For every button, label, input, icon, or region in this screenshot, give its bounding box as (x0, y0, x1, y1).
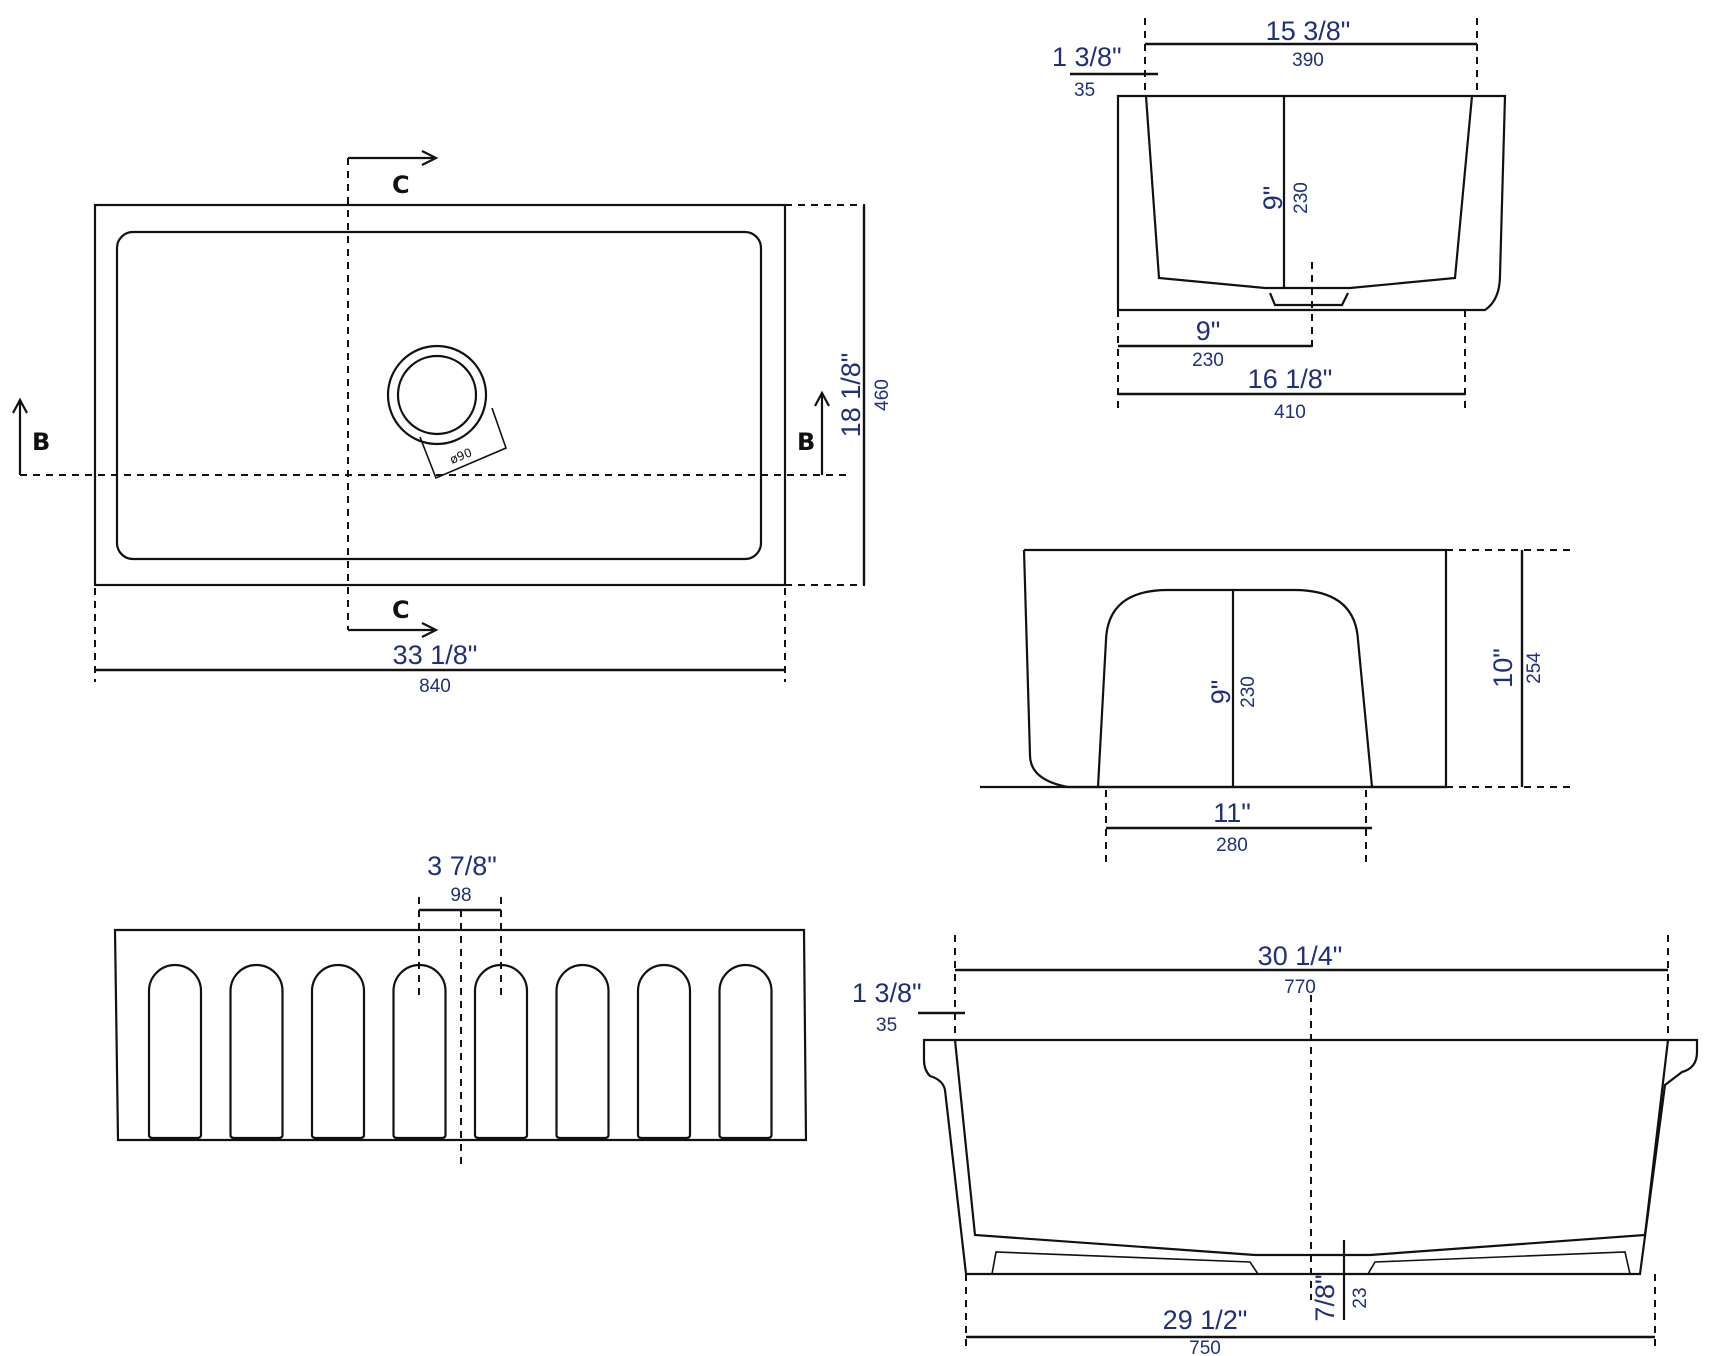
section-b-view: 7/8" 23 30 1/4" 770 1 3/8" 35 29 1/2" 75… (852, 935, 1699, 1356)
half-inches: 9" (1196, 316, 1221, 346)
section-b-top-inches: 30 1/4" (1258, 941, 1343, 971)
side-outline (1022, 548, 1448, 789)
section-b-outline (922, 1038, 1699, 1276)
section-b-bottom-inches: 29 1/2" (1163, 1305, 1248, 1335)
apron-flute (473, 963, 529, 1140)
arrow-head-icon (421, 150, 439, 166)
drain-callout (419, 407, 508, 480)
section-b-top-mm: 770 (1284, 977, 1316, 998)
section-b-channel-left (991, 1251, 1259, 1275)
drain-outer-ring (386, 344, 488, 446)
apron-flute (718, 963, 773, 1140)
section-c-outline (1116, 94, 1507, 312)
rim-inches: 1 3/8" (1052, 42, 1122, 72)
arrow-head-icon (814, 390, 830, 407)
section-c-depth-inches: 9" (1258, 186, 1288, 211)
drain-inner-ring (396, 354, 478, 436)
side-depth-mm: 230 (1238, 676, 1259, 708)
apron-flute (392, 963, 447, 1140)
rim-mm: 35 (1074, 80, 1095, 101)
apron-flutes (147, 963, 773, 1140)
apron-flute (636, 963, 692, 1140)
top-width-inches: 33 1/8" (393, 640, 478, 670)
section-c-depth-mm: 230 (1291, 182, 1312, 214)
side-height-mm: 254 (1524, 652, 1545, 684)
section-b-label-left: B (32, 428, 50, 456)
apron-flute (310, 963, 366, 1140)
bowl-outline-top (115, 230, 763, 561)
arrow-head-icon (12, 397, 28, 414)
side-width-mm: 280 (1216, 835, 1248, 856)
section-c-view: 15 3/8" 390 1 3/8" 35 9" 230 9" 230 16 1… (1052, 16, 1507, 423)
section-b-bottom-mm: 750 (1189, 1338, 1221, 1356)
arrow-head-icon (421, 622, 439, 638)
bowl-top-mm: 390 (1292, 50, 1324, 71)
section-c-label-top: C (392, 171, 410, 199)
side-height-inches: 10" (1488, 648, 1518, 688)
flute-spacing-mm: 98 (450, 885, 471, 906)
apron-flute (555, 963, 610, 1140)
side-depth-inches: 9" (1206, 680, 1236, 705)
section-b-label-right: B (797, 428, 815, 456)
side-view: 9" 230 10" 254 11" 280 (980, 548, 1575, 862)
apron-outline (113, 928, 808, 1142)
top-depth-mm: 460 (872, 379, 893, 411)
section-b-rim-mm: 35 (876, 1015, 897, 1036)
side-bowl (1096, 588, 1374, 788)
apron-flute (147, 963, 203, 1140)
section-c-label-bottom: C (392, 596, 410, 624)
section-b-channel-right (1367, 1251, 1631, 1275)
overall-mm: 410 (1274, 402, 1306, 423)
drain-mm: 23 (1350, 1287, 1371, 1308)
front-apron-view: 3 7/8" 98 (113, 851, 808, 1165)
section-c-drain (1268, 292, 1349, 307)
section-b-bowl (953, 1039, 1670, 1257)
side-width-inches: 11" (1213, 798, 1251, 828)
half-mm: 230 (1192, 350, 1224, 371)
section-b-rim-inches: 1 3/8" (852, 978, 922, 1008)
top-depth-inches: 18 1/8" (836, 353, 866, 438)
bowl-top-inches: 15 3/8" (1266, 16, 1351, 46)
flute-spacing-inches: 3 7/8" (427, 851, 497, 881)
apron-flute (229, 963, 284, 1140)
sink-outline-top (93, 203, 787, 587)
overall-inches: 16 1/8" (1248, 364, 1333, 394)
drain-inches: 7/8" (1310, 1274, 1340, 1321)
top-width-mm: 840 (419, 676, 451, 697)
top-view: ø90 C C B B 33 1/8" 840 18 1/8" 460 (12, 150, 893, 697)
section-c-bowl (1144, 95, 1474, 290)
